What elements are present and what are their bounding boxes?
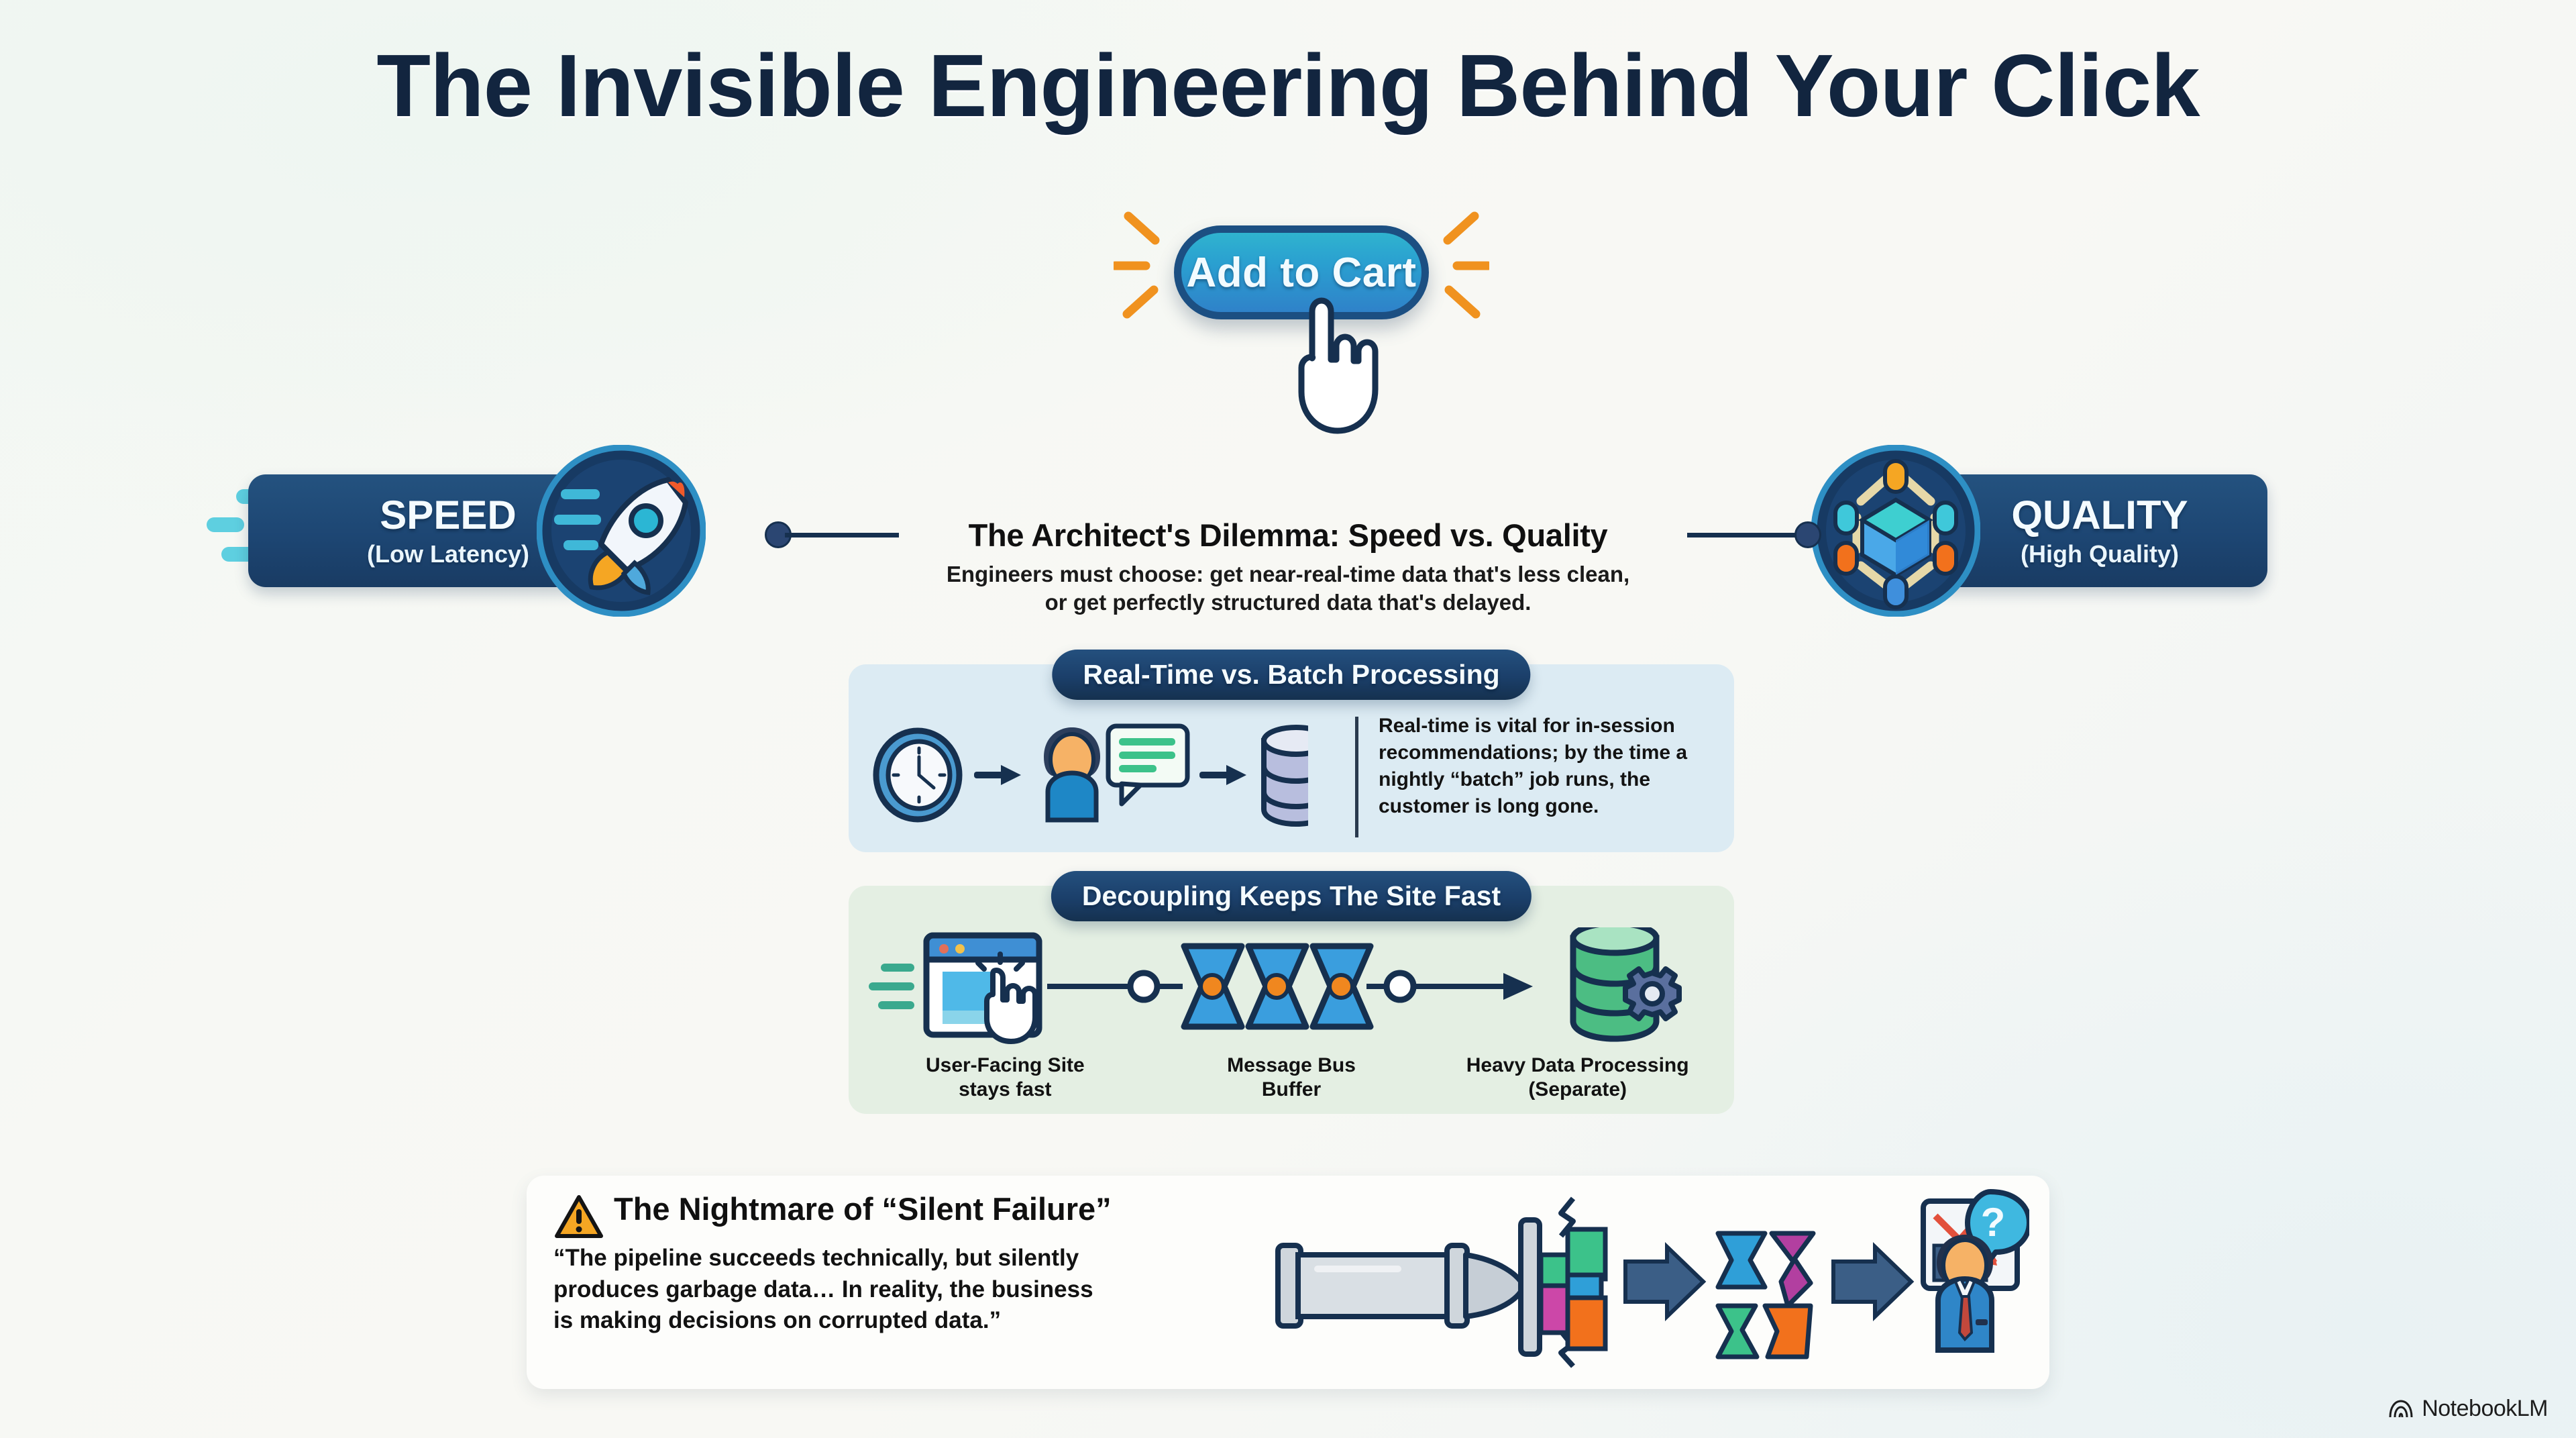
silent-failure-quote-line1: “The pipeline succeeds technically, but … (553, 1245, 1079, 1271)
decoupling-step-1-line2: stays fast (959, 1078, 1052, 1100)
panel-realtime-batch-body: Real-time is vital for in-session recomm… (1379, 715, 1688, 817)
add-to-cart-group: Add to Cart (1114, 201, 1489, 443)
connector-line-right (1687, 533, 1801, 537)
silent-failure-quote-line3: is making decisions on corrupted data.” (553, 1307, 1002, 1334)
pipe-icon (1275, 1217, 1542, 1357)
arrow-right-icon (1503, 973, 1533, 1000)
speed-lines-icon (869, 964, 914, 1009)
badge-speed: SPEED (Low Latency) (207, 433, 718, 627)
connector-left (765, 521, 899, 548)
hand-pointer-icon (1298, 297, 1379, 434)
decoupling-step-1-line1: User-Facing Site (925, 1054, 1085, 1076)
decoupling-step-3-line2: (Separate) (1528, 1078, 1627, 1100)
connector-line-left (785, 533, 899, 537)
flow-node-right (1383, 970, 1417, 1003)
arrow-right-icon (1623, 1241, 1707, 1322)
decoupling-labels: User-Facing Site stays fast Message Bus … (862, 1054, 1721, 1102)
browser-click-icon (923, 932, 1042, 1044)
decoupling-step-2-line1: Message Bus (1227, 1054, 1356, 1076)
sparkle-rays-icon (1114, 211, 1489, 319)
silent-failure-quote: “The pipeline succeeds technically, but … (553, 1243, 1251, 1337)
decoupling-step-2-label: Message Bus Buffer (1148, 1054, 1435, 1102)
dilemma-line-2: or get perfectly structured data that's … (1044, 590, 1532, 615)
dilemma-line-1: Engineers must choose: get near-real-tim… (946, 562, 1630, 586)
panel-divider (1355, 717, 1358, 837)
add-to-cart-button[interactable]: Add to Cart (1174, 225, 1429, 319)
panel-realtime-batch-title: Real-Time vs. Batch Processing (1083, 659, 1500, 690)
badge-quality-title: QUALITY (2011, 493, 2188, 537)
panel-decoupling-title: Decoupling Keeps The Site Fast (1081, 880, 1501, 911)
cube-network-icon (1811, 445, 1980, 617)
arrow-right-icon (974, 765, 1021, 785)
badge-speed-title: SPEED (380, 493, 517, 537)
message-bus-icon (1181, 943, 1374, 1030)
silent-failure-illustration: ? (1275, 1189, 2029, 1368)
confused-analyst-chart-icon: ? (1921, 1189, 2029, 1353)
watermark-label: NotebookLM (2422, 1396, 2548, 1421)
decoupling-step-2-line2: Buffer (1261, 1078, 1322, 1100)
warning-triangle-icon (555, 1195, 603, 1238)
data-blocks-icon (1538, 1227, 1608, 1351)
panel-decoupling: Decoupling Keeps The Site Fast (849, 871, 1734, 1114)
decoupling-step-3-label: Heavy Data Processing (Separate) (1434, 1054, 1721, 1102)
broken-data-blocks-icon (1715, 1231, 1816, 1359)
dilemma-block: The Architect's Dilemma: Speed vs. Quali… (758, 517, 1818, 617)
user-chat-icon (1044, 723, 1190, 823)
decoupling-flow (869, 927, 1682, 1044)
svg-text:?: ? (1981, 1200, 2006, 1245)
decoupling-step-1-label: User-Facing Site stays fast (862, 1054, 1148, 1102)
decoupling-step-3-line1: Heavy Data Processing (1466, 1054, 1689, 1076)
connector-node-right (1794, 521, 1821, 548)
arrow-right-icon (1199, 765, 1246, 785)
flow-node-left (1127, 970, 1161, 1003)
clock-icon (873, 727, 963, 823)
watermark: NotebookLM (2388, 1396, 2548, 1422)
badge-speed-subtitle: (Low Latency) (366, 540, 529, 568)
notebooklm-logo-icon (2389, 1399, 2413, 1417)
database-gear-icon (1570, 927, 1682, 1042)
realtime-icon-row (873, 723, 1308, 827)
arrow-right-icon (1831, 1241, 1915, 1322)
rocket-icon (537, 445, 706, 617)
panel-decoupling-pill: Decoupling Keeps The Site Fast (1051, 871, 1532, 921)
page-title: The Invisible Engineering Behind Your Cl… (376, 36, 2200, 135)
panel-realtime-batch: Real-Time vs. Batch Processing (849, 650, 1734, 852)
card-silent-failure: The Nightmare of “Silent Failure” “The p… (527, 1176, 2049, 1389)
badge-quality: QUALITY (High Quality) (1798, 433, 2308, 627)
add-to-cart-label: Add to Cart (1186, 249, 1417, 296)
badge-quality-subtitle: (High Quality) (2021, 540, 2179, 568)
dilemma-heading: The Architect's Dilemma: Speed vs. Quali… (968, 517, 1608, 553)
database-icon (1261, 725, 1308, 827)
connector-right (1687, 521, 1821, 548)
silent-failure-quote-line2: produces garbage data… In reality, the b… (553, 1276, 1093, 1302)
panel-realtime-batch-pill: Real-Time vs. Batch Processing (1052, 650, 1531, 700)
silent-failure-heading: The Nightmare of “Silent Failure” (614, 1191, 1112, 1227)
